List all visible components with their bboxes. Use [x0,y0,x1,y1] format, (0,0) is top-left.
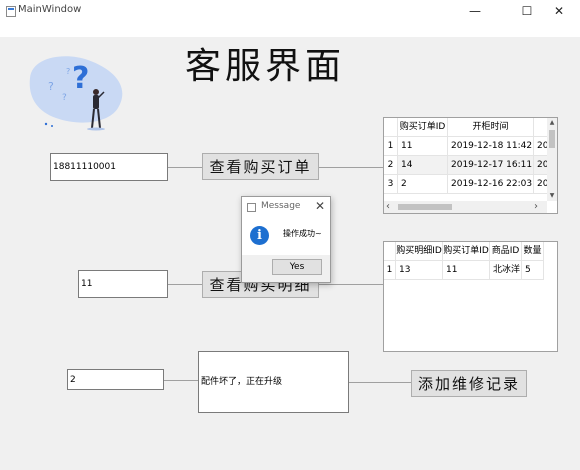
row-header[interactable]: 1 [384,261,396,280]
svg-text:?: ? [48,80,54,93]
scroll-left-icon[interactable]: ‹ [386,201,390,212]
question-person-illustration: ? ? ? ? [29,56,123,131]
scroll-right-icon[interactable]: › [534,201,538,212]
info-icon: i [250,226,269,245]
order-id-input[interactable]: 11 [78,270,168,298]
table-cell[interactable]: 14 [398,156,448,175]
row-header[interactable]: 3 [384,175,398,194]
connector-line [168,284,202,285]
page-heading: 客服界面 [185,46,346,87]
add-repair-record-button[interactable]: 添加维修记录 [411,370,527,397]
vertical-scrollbar[interactable]: ▲ ▼ [547,118,557,201]
table-cell[interactable]: 20 [534,175,548,194]
details-table[interactable]: 购买明细ID 购买订单ID 商品ID 数量 1 13 11 北冰洋 5 [383,241,558,352]
connector-line [319,167,383,168]
table-cell[interactable]: 20 [534,137,548,156]
scroll-thumb[interactable] [398,204,452,210]
connector-line [349,382,411,383]
table-cell[interactable]: 13 [396,261,443,280]
corner-cell [384,118,398,137]
repair-id-input[interactable]: 2 [67,369,164,390]
window-title: MainWindow [18,4,82,15]
table-cell[interactable]: 北冰洋 [490,261,522,280]
dialog-title-bar: Message ✕ [242,197,330,217]
message-dialog[interactable]: Message ✕ i 操作成功~ Yes [241,196,331,283]
svg-text:?: ? [66,67,70,76]
close-button[interactable]: ✕ [553,4,565,18]
dialog-message: 操作成功~ [283,229,322,238]
column-header[interactable]: 商品ID [490,242,522,261]
repair-description-input[interactable]: 配件坏了，正在升级 [198,351,349,413]
column-header[interactable] [534,118,548,137]
column-header[interactable]: 购买明细ID [396,242,443,261]
table-cell[interactable]: 11 [443,261,490,280]
table-cell[interactable]: 2019-12-16 22:03:12 [448,175,534,194]
window-icon [6,6,16,17]
row-header[interactable]: 2 [384,156,398,175]
table-cell[interactable]: 2 [398,175,448,194]
maximize-button[interactable]: ☐ [521,4,533,18]
minimize-button[interactable]: — [469,4,481,18]
connector-line [164,380,198,381]
view-orders-button[interactable]: 查看购买订单 [202,153,319,180]
svg-text:?: ? [72,61,89,96]
column-header[interactable]: 购买订单ID [398,118,448,137]
orders-table[interactable]: 购买订单ID 开柜时间 1 11 2019-12-18 11:42:35 20 … [383,117,558,214]
table-cell[interactable]: 20 [534,156,548,175]
dialog-body: i 操作成功~ [242,217,330,255]
column-header[interactable]: 购买订单ID [443,242,490,261]
table-cell[interactable]: 5 [522,261,544,280]
connector-line [168,167,202,168]
svg-text:?: ? [62,93,67,103]
column-header[interactable]: 数量 [522,242,544,261]
table-cell[interactable]: 2019-12-17 16:11:00 [448,156,534,175]
title-bar: MainWindow — ☐ ✕ [0,0,580,37]
corner-cell [384,242,396,261]
connector-line [319,284,383,285]
table-cell[interactable]: 2019-12-18 11:42:35 [448,137,534,156]
table-cell[interactable]: 11 [398,137,448,156]
row-header[interactable]: 1 [384,137,398,156]
window-icon [247,203,256,212]
scroll-down-icon[interactable]: ▼ [549,192,555,199]
scroll-up-icon[interactable]: ▲ [549,119,555,126]
phone-input[interactable]: 18811110001 [50,153,168,181]
dialog-title: Message [261,201,301,211]
horizontal-scrollbar[interactable]: ‹ › [384,201,547,213]
dialog-close-button[interactable]: ✕ [314,199,325,213]
column-header[interactable]: 开柜时间 [448,118,534,137]
scroll-thumb[interactable] [549,130,555,148]
dialog-yes-button[interactable]: Yes [272,259,322,275]
